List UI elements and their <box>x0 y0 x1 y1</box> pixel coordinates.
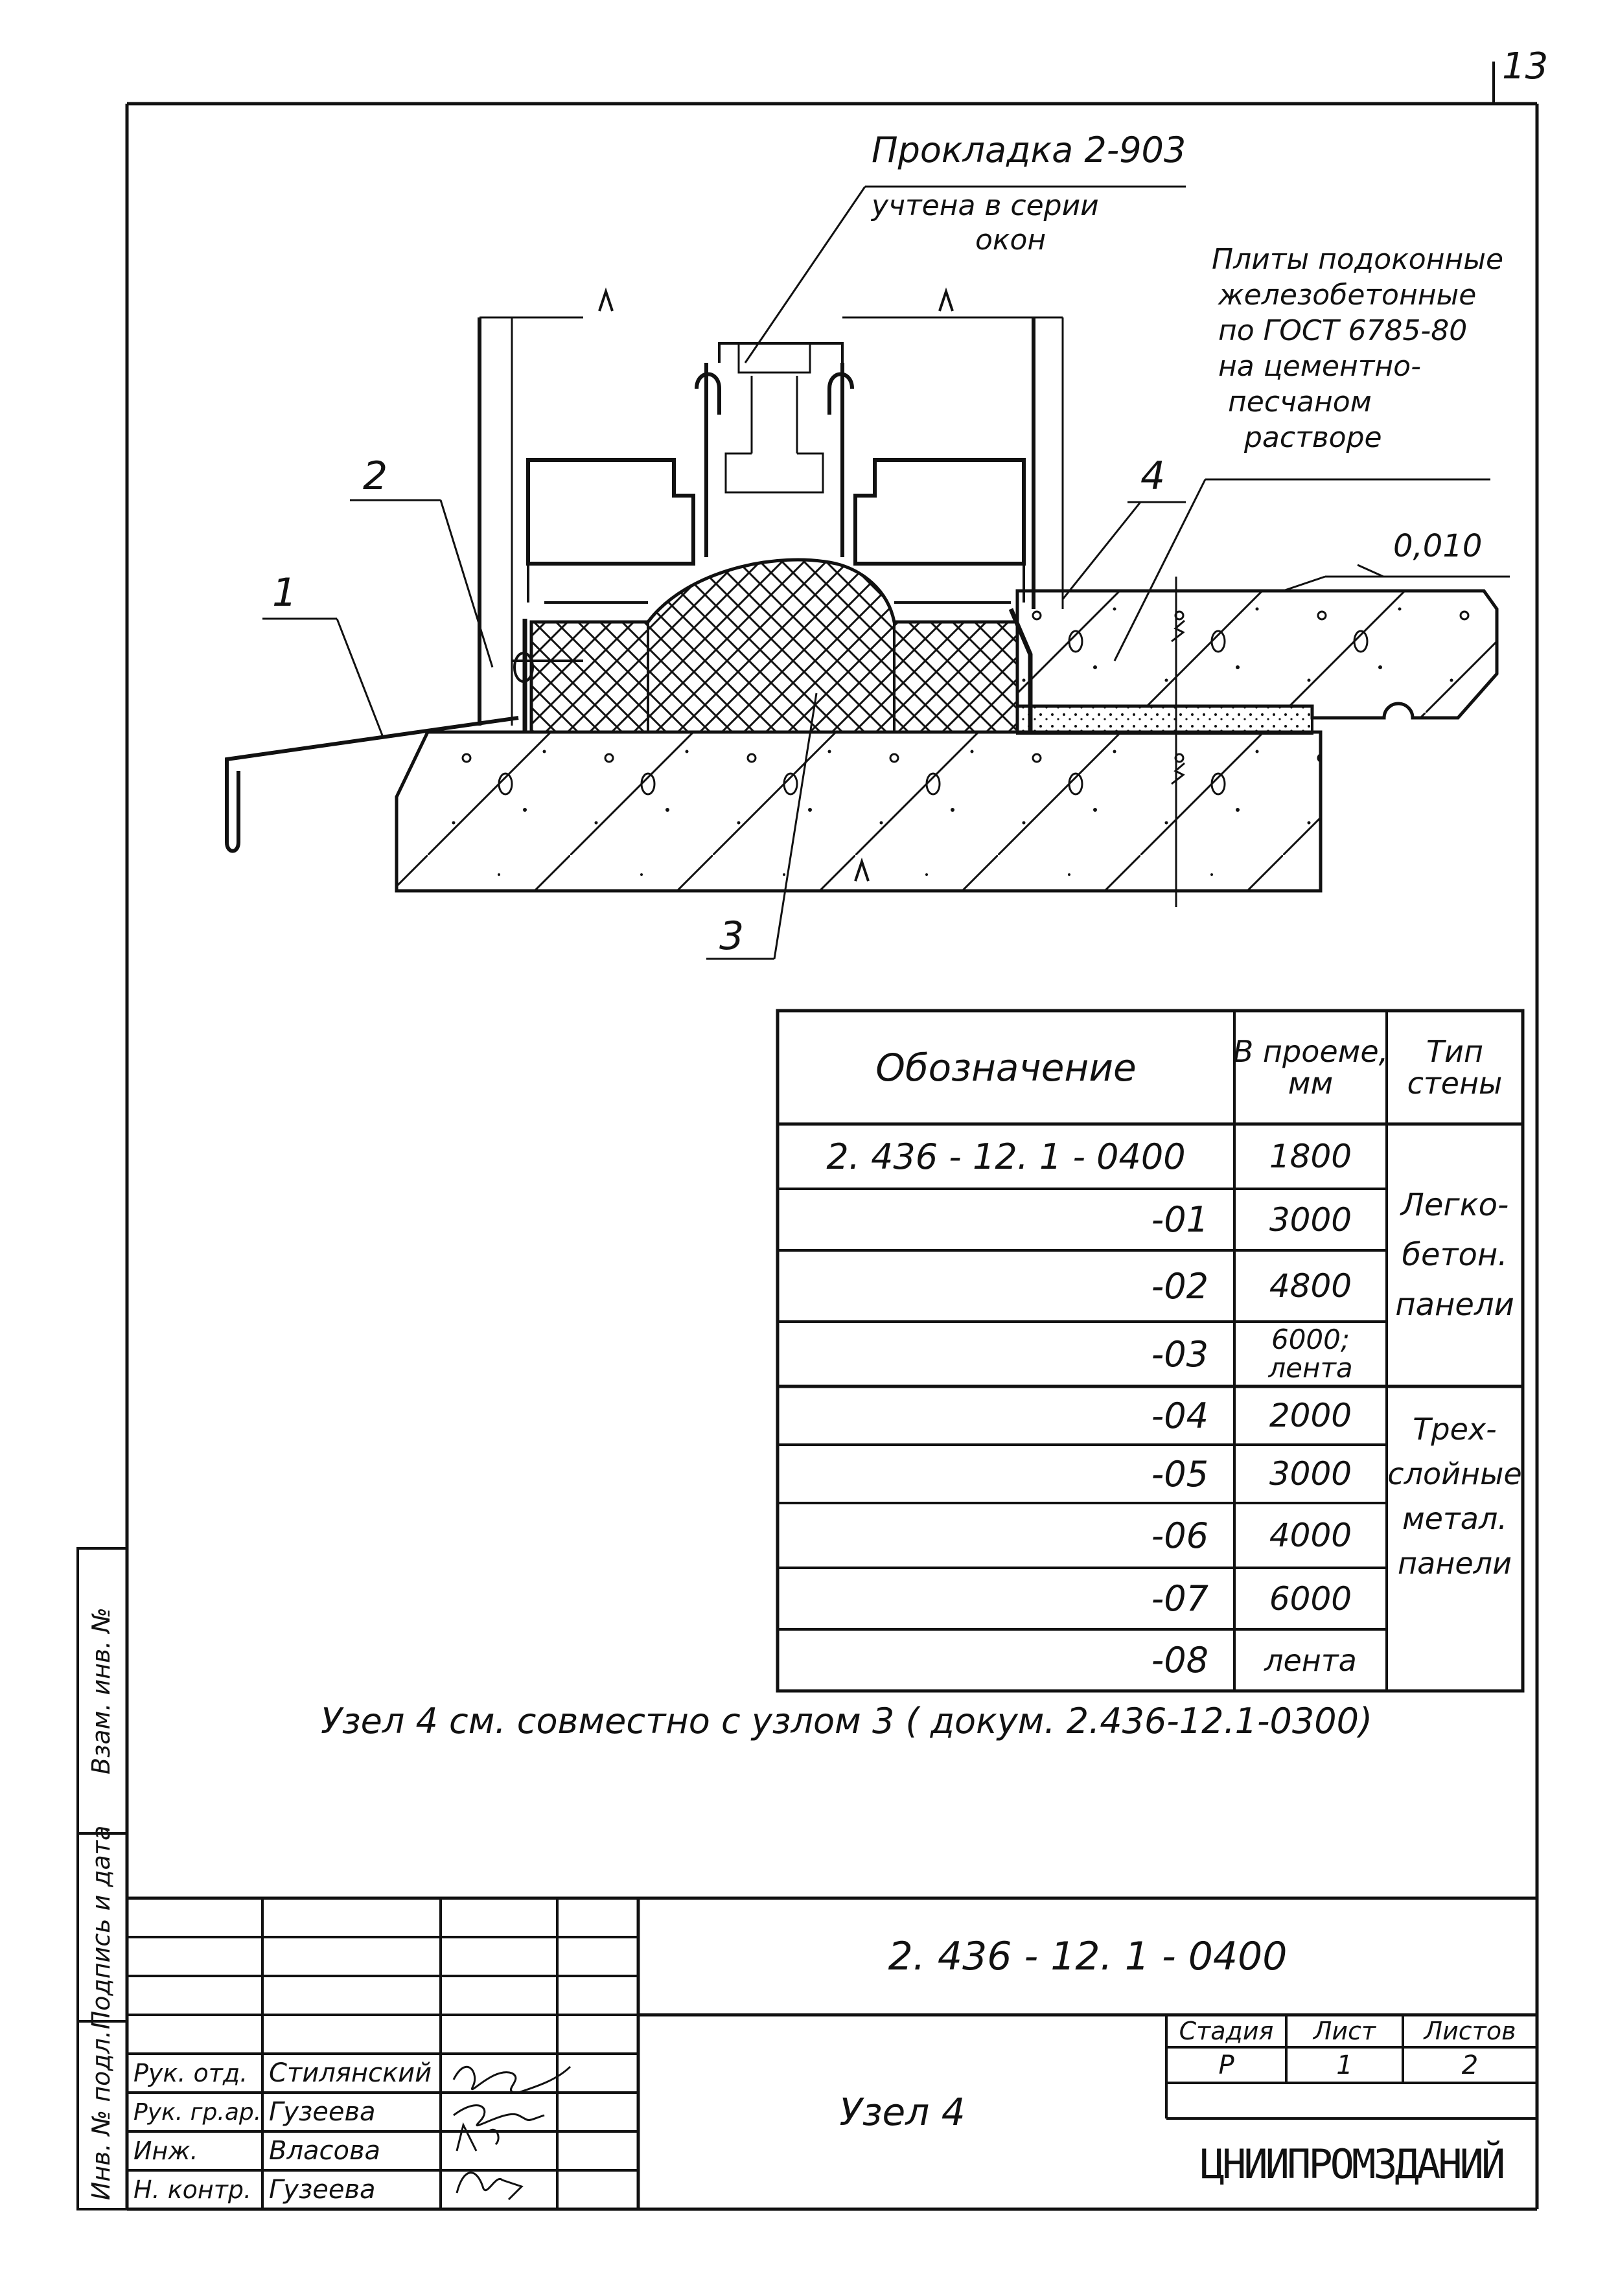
callout-slabs-line4: на цементно- <box>1218 350 1421 383</box>
stage-value: Р <box>1218 2050 1234 2080</box>
callout-gasket-line2: учтена в серии <box>872 189 1099 222</box>
sheet-title: Узел 4 <box>839 2090 965 2134</box>
table-wall-type-a: Легко- бетон. панели <box>1387 1124 1523 1386</box>
table-row-length-line1: 6000; <box>1271 1323 1350 1355</box>
signature-2 <box>453 2104 545 2127</box>
wall-type-b-line4: панели <box>1398 1546 1512 1581</box>
table-row-designation: -05 <box>1151 1453 1208 1495</box>
wall-type-a-line1: Легко- <box>1400 1187 1509 1224</box>
table-header-length: В проеме, мм <box>1232 1011 1389 1124</box>
table-row-length: 4000 <box>1269 1517 1352 1554</box>
side-stamp-inventory: Инв. № подл. <box>87 2030 115 2201</box>
wall-slab <box>395 730 1323 893</box>
table-row-length: 2000 <box>1269 1397 1352 1434</box>
table-header-length-line1: В проеме, <box>1232 1034 1389 1070</box>
signature-1 <box>452 2065 572 2094</box>
table-row-length: лента <box>1264 1642 1357 1678</box>
table-row-length: 4800 <box>1269 1267 1352 1305</box>
spec-table-grid <box>776 1009 1525 1693</box>
level-mark: 0,010 <box>1393 528 1483 564</box>
side-stamp-signature-date: Подпись и дата <box>87 1825 115 2030</box>
approval-role: Рук. гр.ар. <box>133 2098 262 2126</box>
table-row-designation: 2. 436 - 12. 1 - 0400 <box>826 1136 1186 1177</box>
approval-name: Гузеева <box>269 2097 376 2127</box>
title-block-grid <box>127 1896 1537 2209</box>
table-row-designation: -07 <box>1151 1578 1208 1619</box>
wall-type-b-line3: метал. <box>1402 1501 1507 1536</box>
callout-gasket-line1: Прокладка 2-903 <box>872 130 1186 170</box>
table-row-designation: -02 <box>1151 1265 1208 1307</box>
position-2-label: 2 <box>363 453 388 499</box>
stage-label: Стадия <box>1179 2017 1274 2045</box>
callout-slabs-line6: растворе <box>1244 421 1382 454</box>
table-row-length: 1800 <box>1269 1138 1352 1175</box>
table-row-length: 6000 <box>1269 1579 1352 1618</box>
side-stamp-replacement: Взам. инв. № <box>87 1607 115 1775</box>
position-4-label: 4 <box>1140 453 1166 499</box>
approval-name: Гузеева <box>269 2175 376 2205</box>
leader-lines <box>262 185 1510 960</box>
wall-type-b-line1: Трех- <box>1413 1412 1497 1447</box>
document-code: 2. 436 - 12. 1 - 0400 <box>888 1934 1288 1979</box>
organization-name: ЦНИИПРОМЗДАНИЙ <box>1200 2140 1506 2188</box>
table-row-length: 6000; лента <box>1234 1322 1387 1386</box>
sheet-label: Лист <box>1313 2017 1376 2045</box>
drip-flashing <box>225 652 583 853</box>
signature-4 <box>456 2172 524 2201</box>
sheets-value: 2 <box>1461 2050 1479 2080</box>
approval-name: Стилянский <box>269 2058 432 2088</box>
table-header-length-line2: мм <box>1288 1065 1334 1101</box>
window-frame <box>478 287 1064 726</box>
wall-type-b-line2: слойные <box>1387 1456 1522 1491</box>
sheet-value: 1 <box>1336 2050 1353 2080</box>
position-3-label: 3 <box>719 913 745 959</box>
table-header-wall-line1: Тип <box>1426 1034 1484 1070</box>
approval-role: Н. контр. <box>133 2175 252 2204</box>
sealant-block <box>522 558 1033 734</box>
sheets-label: Листов <box>1424 2017 1516 2045</box>
side-stamp-frame <box>76 1547 128 2210</box>
table-header-wall-type: Тип стены <box>1387 1011 1523 1124</box>
sheet-number: 13 <box>1502 45 1549 87</box>
table-row-designation: -03 <box>1151 1333 1208 1375</box>
sill-slab <box>1015 577 1499 907</box>
approval-role: Инж. <box>133 2137 198 2165</box>
table-row-length: 3000 <box>1269 1200 1352 1239</box>
wall-type-a-line2: бетон. <box>1402 1237 1508 1274</box>
callout-slabs-line1: Плиты подоконные <box>1212 243 1504 276</box>
table-header-designation: Обозначение <box>875 1045 1137 1090</box>
callout-gasket-line3: окон <box>975 224 1046 257</box>
approval-name: Власова <box>269 2136 381 2166</box>
table-row-designation: -04 <box>1151 1395 1208 1436</box>
callout-slabs-line3: по ГОСТ 6785-80 <box>1218 314 1468 347</box>
table-row-designation: -06 <box>1151 1515 1208 1556</box>
signature-3 <box>456 2122 500 2152</box>
table-row-designation: -01 <box>1151 1199 1208 1240</box>
callout-slabs-line2: железобетонные <box>1218 279 1477 312</box>
table-header-wall-line2: стены <box>1407 1065 1503 1101</box>
approval-role: Рук. отд. <box>133 2059 248 2087</box>
signatures <box>452 2065 572 2201</box>
assembly-note: Узел 4 см. совместно с узлом 3 ( докум. … <box>321 1701 1373 1741</box>
callout-slabs-line5: песчаном <box>1228 385 1372 419</box>
table-wall-type-b: Трех- слойные метал. панели <box>1387 1386 1523 1607</box>
table-row-length: 3000 <box>1269 1455 1352 1493</box>
position-1-label: 1 <box>272 570 297 615</box>
table-row-length-line2: лента <box>1268 1352 1353 1384</box>
wall-type-a-line3: панели <box>1395 1286 1514 1323</box>
table-row-designation: -08 <box>1151 1640 1208 1681</box>
